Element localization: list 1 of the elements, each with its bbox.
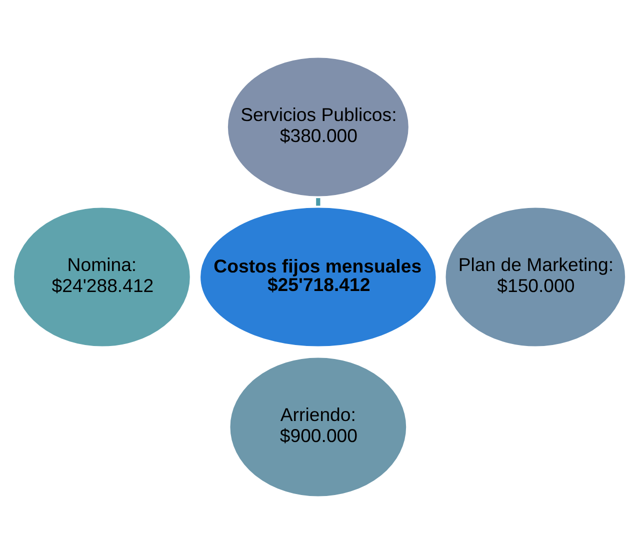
- connector: [316, 198, 320, 206]
